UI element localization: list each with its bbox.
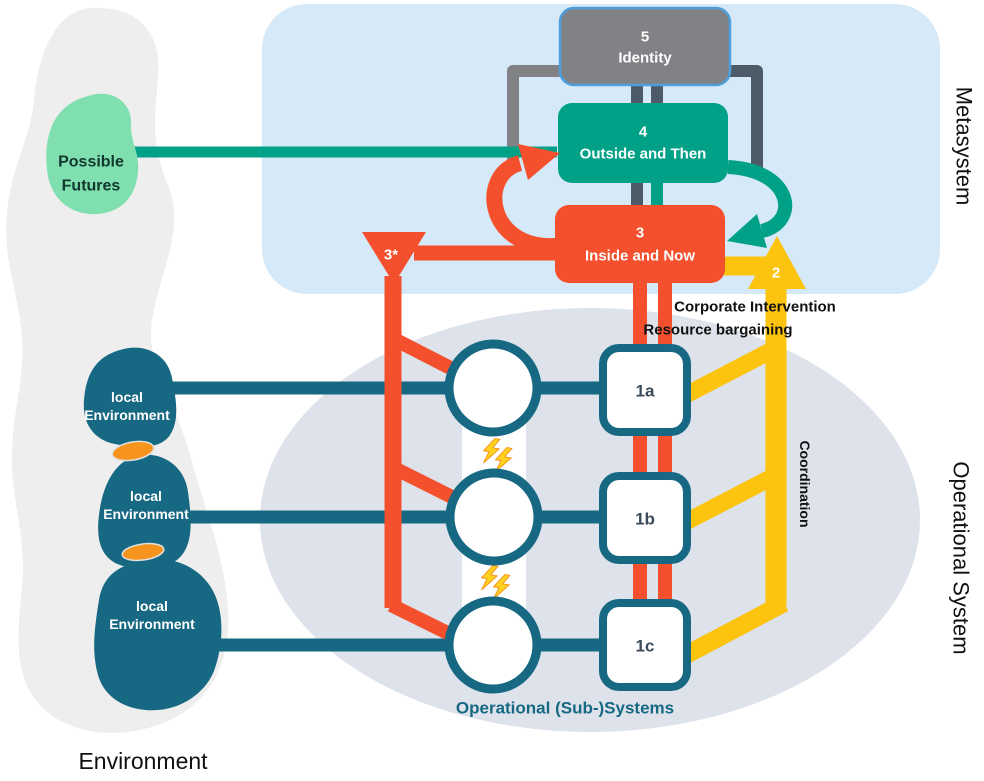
system-4-label: Outside and Then [580,146,707,163]
system-1a-label: 1a [636,382,655,401]
monitor-channel-right [730,65,763,174]
system-4-number: 4 [639,124,648,141]
operation-circle-c [444,596,542,694]
system-1c-label: 1c [636,637,655,656]
possible-futures-blob [46,93,139,215]
possible-futures-label-2: Futures [62,178,121,195]
coordination-triangle-label: 2 [772,265,780,282]
metasystem-region-label: Metasystem [952,87,977,206]
system-1b-label: 1b [635,510,655,529]
resource-bargaining-label: Resource bargaining [643,322,792,339]
operation-circle-a [444,339,542,437]
environment-overlap-lens-2 [121,542,165,562]
svg-text:local: local [136,598,168,614]
coordination-triangle-2 [748,236,806,289]
system-1a-box [599,344,691,436]
coordination-label: Coordination [797,440,813,527]
system-5-box [558,6,732,87]
system-5-number: 5 [641,29,649,46]
system-5-label: Identity [618,50,672,67]
svg-text:Environment: Environment [103,506,189,522]
algedonic-channel-left [507,65,560,168]
operation-circle-b [445,468,543,566]
local-environment-blob-b [98,454,191,569]
system-4-box [558,103,728,183]
system-3-box [555,205,725,283]
arrow-3-to-4 [486,144,560,255]
system-3-number: 3 [636,225,644,242]
svg-text:local: local [130,488,162,504]
svg-text:Environment: Environment [109,616,195,632]
local-environment-labels: local Environment local Environment loca… [84,389,195,632]
arrow-4-to-3 [727,160,793,248]
channel-5-to-4 [631,78,663,112]
system-1c-box [599,599,691,691]
operational-circles [444,339,543,694]
operational-system-region-label: Operational System [949,461,974,654]
local-environment-blob-c [94,559,222,711]
operational-subsystems-label: Operational (Sub-)Systems [456,699,674,718]
environment-region-label: Environment [78,748,208,774]
environment-overlap-lens-1 [111,440,155,462]
possible-futures-label-1: Possible [58,154,124,171]
corporate-intervention-label: Corporate Intervention [674,299,836,316]
audit-triangle-3star [362,232,426,284]
svg-text:local: local [111,389,143,405]
system-1b-box [599,472,691,564]
channel-4-to-3 [631,175,663,215]
local-environment-blob-a [83,347,177,447]
svg-text:Environment: Environment [84,407,170,423]
system-3-label: Inside and Now [585,248,695,265]
audit-triangle-label: 3* [384,247,398,264]
